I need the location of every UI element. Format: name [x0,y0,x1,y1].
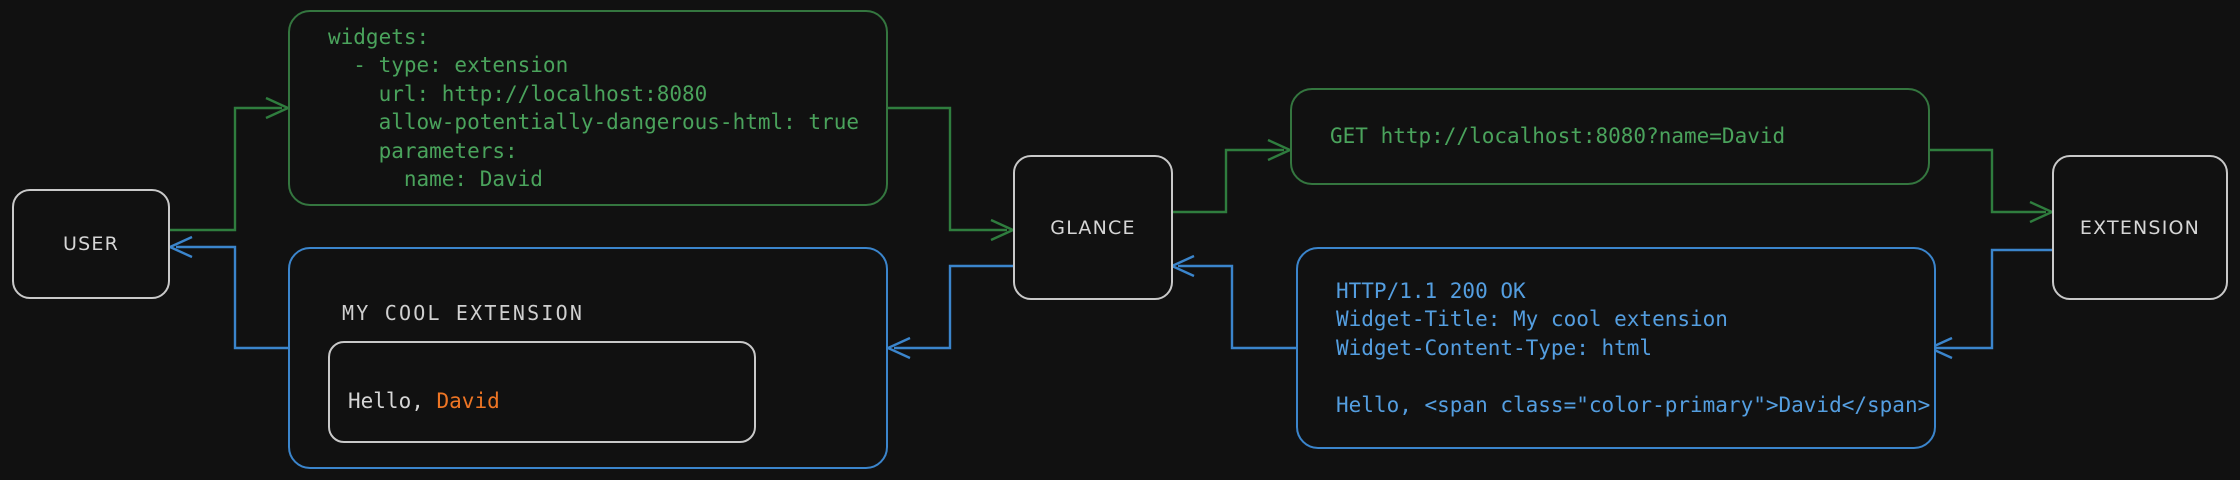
widget-greeting-prefix: Hello, [348,389,437,413]
arrow-config-to-glance [888,106,1016,242]
arrow-extension-to-response [1927,248,2052,360]
node-user-label: USER [63,233,119,255]
widget-greeting-accent-name: David [436,389,500,413]
config-yaml-code: widgets: - type: extension url: http://l… [328,24,860,192]
message-box-http-response: HTTP/1.1 200 OK Widget-Title: My cool ex… [1296,247,1936,449]
node-user[interactable]: USER [12,189,170,299]
node-glance-label: GLANCE [1050,216,1136,239]
arrow-widget-to-user [167,235,288,350]
arrow-response-to-glance [1169,254,1296,350]
node-extension[interactable]: EXTENSION [2052,155,2228,300]
arrow-glance-to-request [1172,138,1293,214]
message-box-rendered-widget: MY COOL EXTENSION Hello, David [288,247,888,469]
arrow-request-to-extension [1930,148,2055,224]
arrow-user-to-config [170,96,291,232]
widget-content-frame: Hello, David [328,341,756,443]
node-extension-label: EXTENSION [2079,216,2201,239]
node-glance[interactable]: GLANCE [1013,155,1173,300]
http-response-code: HTTP/1.1 200 OK Widget-Title: My cool ex… [1336,278,1931,417]
message-box-config-yaml: widgets: - type: extension url: http://l… [288,10,888,206]
http-request-code: GET http://localhost:8080?name=David [1330,124,1786,149]
widget-title-label: MY COOL EXTENSION [342,301,585,325]
widget-greeting-text: Hello, David [348,389,500,413]
arrow-glance-to-widget [885,264,1013,360]
message-box-http-request: GET http://localhost:8080?name=David [1290,88,1930,185]
